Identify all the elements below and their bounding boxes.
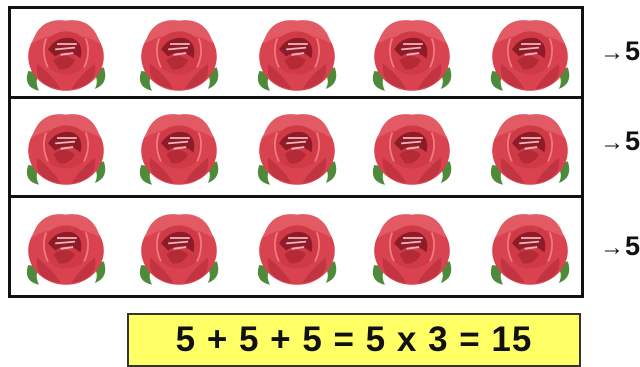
rose-image xyxy=(18,102,114,192)
rose-image xyxy=(249,8,345,98)
rose-image xyxy=(131,102,227,192)
arrow-right-icon: → xyxy=(599,39,624,66)
arrow-right-icon: → xyxy=(599,129,624,156)
rose-image xyxy=(364,102,460,192)
rose-grid xyxy=(8,6,584,298)
row-2-count-value: 5 xyxy=(624,126,640,156)
arrow-right-icon: → xyxy=(599,234,624,261)
rose-image xyxy=(18,8,114,98)
rose-image xyxy=(249,102,345,192)
rose-image xyxy=(482,102,578,192)
rose-row-1 xyxy=(8,6,584,99)
rose-image xyxy=(482,8,578,98)
row-3-count-value: 5 xyxy=(624,231,640,261)
rose-image xyxy=(131,202,227,292)
rose-image xyxy=(249,202,345,292)
rose-image xyxy=(364,202,460,292)
row-3-count: →5 xyxy=(600,233,640,260)
rose-image xyxy=(18,202,114,292)
rose-row-3 xyxy=(8,198,584,298)
row-2-count: →5 xyxy=(600,128,640,155)
equation-box: 5 + 5 + 5 = 5 x 3 = 15 xyxy=(127,313,581,367)
rose-row-2 xyxy=(8,99,584,198)
row-1-count-value: 5 xyxy=(624,36,640,66)
rose-image xyxy=(131,8,227,98)
row-1-count: →5 xyxy=(600,38,640,65)
rose-image xyxy=(364,8,460,98)
equation-text: 5 + 5 + 5 = 5 x 3 = 15 xyxy=(175,320,533,359)
rose-image xyxy=(482,202,578,292)
